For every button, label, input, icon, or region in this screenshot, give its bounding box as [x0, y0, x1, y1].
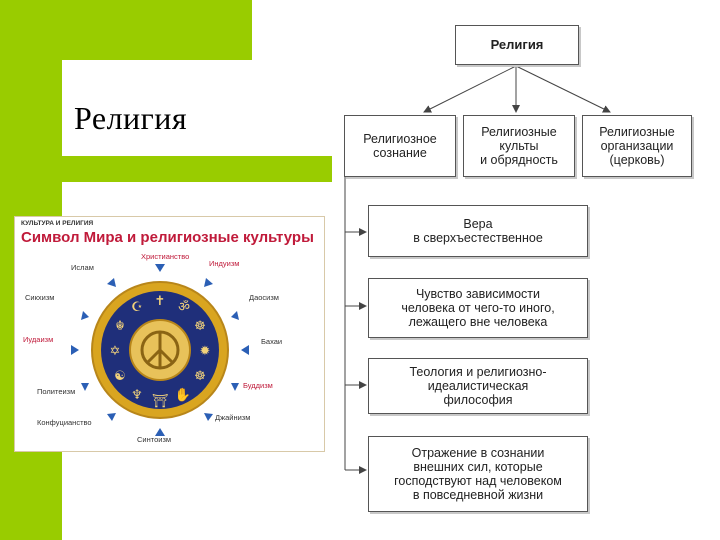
wheel-icon: ☸ — [194, 369, 206, 384]
religion-symbol-icons: ✝ ॐ ☸ ✹ ☸ ✋ ⛩ ♆ ☯ ✡ ☬ ☪ — [110, 294, 211, 409]
religions-illustration: КУЛЬТУРА И РЕЛИГИЯ Символ Мира и религио… — [14, 216, 325, 452]
label-sikhism: Сикхизм — [25, 293, 55, 302]
label-islam: Ислам — [71, 263, 94, 272]
label-taoism: Даосизм — [249, 293, 279, 302]
element-box-dependence: Чувство зависимости человека от чего-то … — [368, 278, 588, 338]
label-christianity: Христианство — [141, 252, 190, 261]
yinyang-icon: ☯ — [114, 369, 126, 384]
crescent-icon: ☪ — [131, 300, 143, 315]
label-buddhism: Буддизм — [243, 381, 273, 390]
cross-icon: ✝ — [155, 294, 166, 309]
component-box-cults: Религиозные культы и обрядность — [463, 115, 575, 177]
slide-title: Религия — [74, 100, 188, 136]
label-hinduism: Индуизм — [209, 259, 240, 268]
peace-wheel: ✝ ॐ ☸ ✹ ☸ ✋ ⛩ ♆ ☯ ✡ ☬ ☪ — [71, 264, 249, 436]
element-box-theology: Теология и религиозно- идеалистическая ф… — [368, 358, 588, 414]
wheel-arrows — [71, 264, 249, 436]
torii-icon: ⛩ — [152, 393, 169, 409]
element-box-faith: Вера в сверхъестественное — [368, 205, 588, 257]
dharma-wheel-icon: ☸ — [194, 319, 206, 334]
star-of-david-icon: ✡ — [110, 344, 121, 359]
title-underline-bar — [14, 156, 332, 182]
component-box-consciousness: Религиозное сознание — [344, 115, 456, 177]
illustration-caption: КУЛЬТУРА И РЕЛИГИЯ — [21, 220, 94, 227]
arrow-root-to-organizations — [515, 65, 611, 113]
label-polytheism: Политеизм — [37, 387, 76, 396]
illustration-header: Символ Мира и религиозные культуры — [21, 229, 314, 246]
khanda-icon: ☬ — [115, 319, 124, 334]
label-bahai: Бахаи — [261, 337, 283, 346]
label-jainism: Джайнизм — [215, 413, 251, 422]
arrow-root-to-consciousness — [423, 65, 517, 113]
root-box-religion: Религия — [455, 25, 579, 65]
label-shinto: Синтоизм — [137, 435, 172, 444]
green-top-band — [0, 0, 252, 60]
jain-hand-icon: ✋ — [175, 387, 191, 403]
element-box-reflection: Отражение в сознании внешних сил, которы… — [368, 436, 588, 512]
harp-icon: ♆ — [131, 388, 143, 403]
label-confucianism: Конфуцианство — [37, 418, 92, 427]
label-judaism: Иудаизм — [23, 335, 54, 344]
bahai-star-icon: ✹ — [200, 344, 211, 359]
component-box-organizations: Религиозные организации (церковь) — [582, 115, 692, 177]
om-icon: ॐ — [178, 300, 190, 315]
peace-icon — [140, 330, 180, 370]
